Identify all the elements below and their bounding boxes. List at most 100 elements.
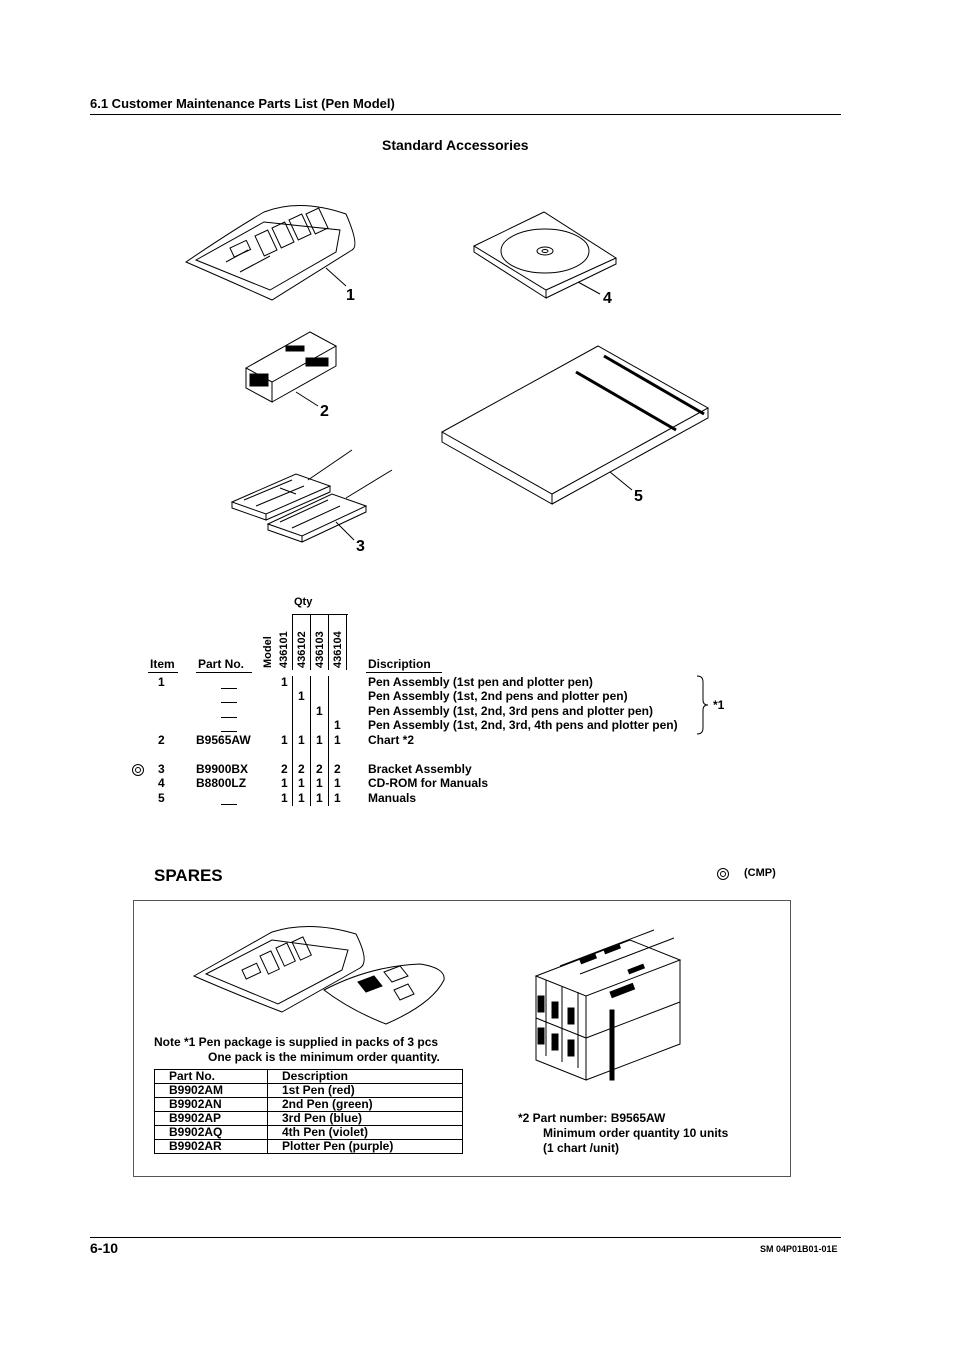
row4-description: Pen Assembly (1st, 2nd, 3rd, 4th pens an… xyxy=(368,718,678,732)
page-number: 6-10 xyxy=(90,1240,119,1256)
cmp-marker-icon xyxy=(132,764,144,776)
spares-box xyxy=(133,900,791,1177)
row6-qty-436103: 2 xyxy=(316,762,323,776)
row8-description: Manuals xyxy=(368,791,417,805)
footer-rule xyxy=(90,1237,841,1238)
callout-4: 4 xyxy=(603,290,612,307)
row5-qty-436104: 1 xyxy=(334,733,341,747)
row1-item: 1 xyxy=(158,675,165,689)
row8-item: 5 xyxy=(158,791,165,805)
cmp-legend-label: (CMP) xyxy=(744,867,776,879)
callout-2: 2 xyxy=(320,403,329,420)
chart-note-line1: *2 Part number: B9565AW xyxy=(518,1111,666,1125)
row7-item: 4 xyxy=(158,776,165,790)
table-cell-description: 2nd Pen (green) xyxy=(267,1097,463,1112)
spares-illustration xyxy=(192,926,682,1081)
row6-description: Bracket Assembly xyxy=(368,762,472,776)
qty-rule xyxy=(292,614,348,615)
row6-qty-436101: 2 xyxy=(281,762,288,776)
table-cell-description: 4th Pen (violet) xyxy=(267,1125,463,1140)
table-row: B9902AR Plotter Pen (purple) xyxy=(154,1139,463,1154)
item-underline xyxy=(148,672,178,673)
row8-part-dash xyxy=(221,804,237,805)
table-cell-part-no: B9902AM xyxy=(154,1083,268,1098)
row1-description: Pen Assembly (1st pen and plotter pen) xyxy=(368,675,593,689)
spares-title: SPARES xyxy=(154,866,223,885)
row7-part-no: B8800LZ xyxy=(196,776,247,790)
table-row: B9902AP 3rd Pen (blue) xyxy=(154,1111,463,1126)
table-cell-description: Plotter Pen (purple) xyxy=(267,1139,463,1154)
row7-qty-436103: 1 xyxy=(316,776,323,790)
model-436104: 436104 xyxy=(332,631,344,668)
row7-qty-436104: 1 xyxy=(334,776,341,790)
chart-note-line2: Minimum order quantity 10 units xyxy=(543,1126,729,1140)
model-divider-1 xyxy=(292,614,293,670)
table-row: B9902AQ 4th Pen (violet) xyxy=(154,1125,463,1140)
section-title: 6.1 Customer Maintenance Parts List (Pen… xyxy=(90,96,395,111)
table-cell-part-no: B9902AP xyxy=(154,1111,268,1126)
row5-qty-436103: 1 xyxy=(316,733,323,747)
header-item: Item xyxy=(150,657,175,671)
header-rule xyxy=(90,114,841,115)
table-row: B9902AN 2nd Pen (green) xyxy=(154,1097,463,1112)
row5-item: 2 xyxy=(158,733,165,747)
cmp-legend-icon xyxy=(717,868,729,880)
row5-description: Chart *2 xyxy=(368,733,415,747)
table-header-part-no: Part No. xyxy=(154,1069,268,1084)
table-cell-part-no: B9902AR xyxy=(154,1139,268,1154)
row6-qty-436102: 2 xyxy=(298,762,305,776)
model-divider-2 xyxy=(310,614,311,670)
callout-3: 3 xyxy=(356,538,365,555)
row2-description: Pen Assembly (1st, 2nd pens and plotter … xyxy=(368,689,628,703)
chart-note-line3: (1 chart /unit) xyxy=(543,1141,620,1155)
row8-qty-436103: 1 xyxy=(316,791,323,805)
table-header-description: Description xyxy=(267,1069,463,1084)
row1-part-dash xyxy=(221,688,237,689)
row5-qty-436101: 1 xyxy=(281,733,288,747)
footnote-ref-1: *1 xyxy=(713,698,725,712)
callout-5: 5 xyxy=(634,488,643,505)
row5-qty-436102: 1 xyxy=(298,733,305,747)
model-label: Model xyxy=(262,636,274,668)
row2-part-dash xyxy=(221,702,237,703)
callout-1: 1 xyxy=(346,287,355,304)
header-part-no: Part No. xyxy=(198,657,245,671)
table-cell-description: 1st Pen (red) xyxy=(267,1083,463,1098)
model-436101: 436101 xyxy=(278,631,290,668)
desc-underline xyxy=(366,672,442,673)
part-underline xyxy=(196,672,252,673)
row6-qty-436104: 2 xyxy=(334,762,341,776)
row7-description: CD-ROM for Manuals xyxy=(368,776,488,790)
row7-qty-436101: 1 xyxy=(281,776,288,790)
row6-item: 3 xyxy=(158,762,165,776)
table-cell-description: 3rd Pen (blue) xyxy=(267,1111,463,1126)
accessories-illustration: 1 2 3 4 5 xyxy=(184,205,710,555)
qty-label: Qty xyxy=(294,596,313,608)
row8-qty-436102: 1 xyxy=(298,791,305,805)
header-description: Discription xyxy=(368,657,431,671)
model-divider-3 xyxy=(328,614,329,670)
qty-grid-3 xyxy=(328,676,329,806)
model-436103: 436103 xyxy=(314,631,326,668)
model-divider-4 xyxy=(346,614,347,670)
brace-icon xyxy=(696,675,709,735)
doc-id: SM 04P01B01-01E xyxy=(760,1244,838,1254)
figure-title: Standard Accessories xyxy=(382,137,529,153)
row3-description: Pen Assembly (1st, 2nd, 3rd pens and plo… xyxy=(368,704,653,718)
row5-part-no: B9565AW xyxy=(196,733,251,747)
row6-part-no: B9900BX xyxy=(196,762,249,776)
spare-pens-table: Part No. Description B9902AM 1st Pen (re… xyxy=(154,1069,463,1154)
table-cell-part-no: B9902AQ xyxy=(154,1125,268,1140)
row3-part-dash xyxy=(221,717,237,718)
table-header-row: Part No. Description xyxy=(154,1069,463,1084)
spares-note-line2: One pack is the minimum order quantity. xyxy=(208,1050,440,1064)
row1-qty-436101: 1 xyxy=(281,675,288,689)
row4-qty-436104: 1 xyxy=(334,718,341,732)
row2-qty-436102: 1 xyxy=(298,689,305,703)
spares-note-line1: Note *1 Pen package is supplied in packs… xyxy=(154,1035,439,1049)
model-436102: 436102 xyxy=(296,631,308,668)
row8-qty-436104: 1 xyxy=(334,791,341,805)
qty-grid-2 xyxy=(310,676,311,806)
row3-qty-436103: 1 xyxy=(316,704,323,718)
table-cell-part-no: B9902AN xyxy=(154,1097,268,1112)
